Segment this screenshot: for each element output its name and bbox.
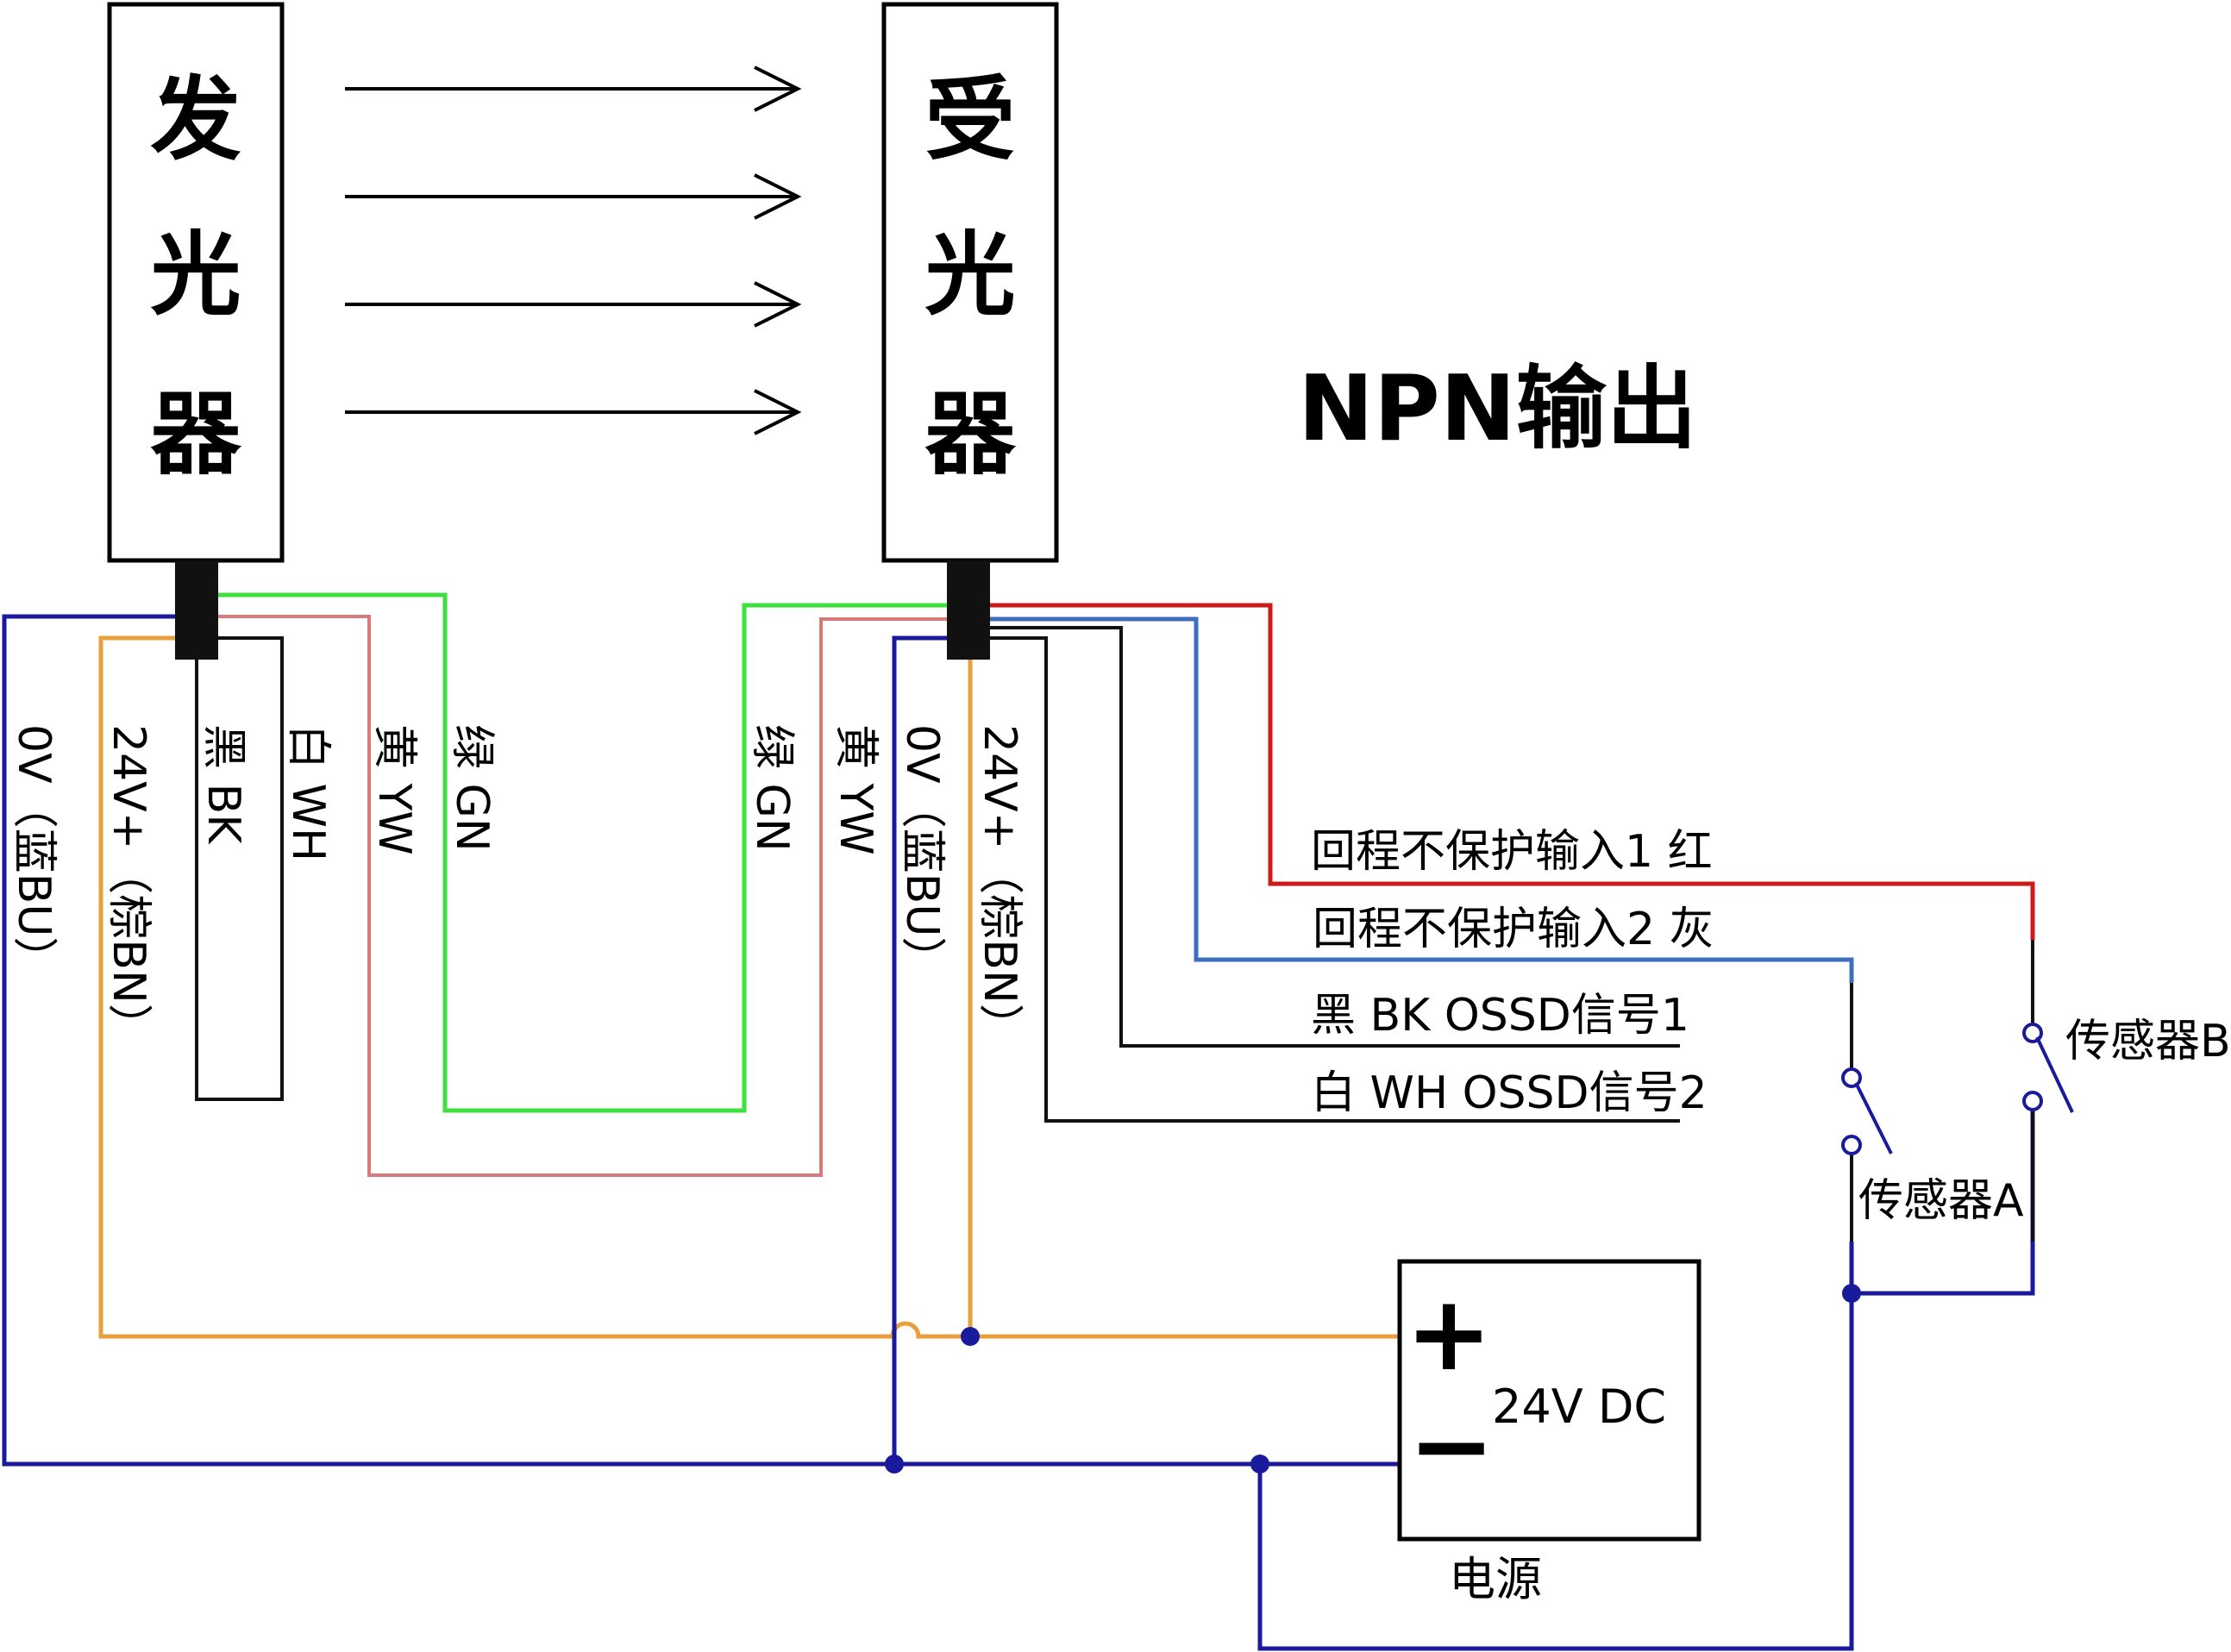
green-wire xyxy=(216,592,949,1113)
emitter-0v-wire xyxy=(2,614,1400,1467)
sensor-b-label: 传感器B xyxy=(2065,1016,2231,1067)
receiver-label-2: 光 xyxy=(924,222,1015,328)
red-output-label: 回程不保护输入1 红 xyxy=(1311,826,1713,878)
emitter-green-label: 绿 GN xyxy=(446,724,498,852)
sensor-a-label: 传感器A xyxy=(1858,1175,2024,1227)
sensor-b-switch xyxy=(2022,1023,2074,1113)
beam-arrow-2 xyxy=(345,173,802,220)
junction-dot xyxy=(961,1327,980,1346)
receiver-0v-label: 0V（蓝BU） xyxy=(896,724,948,981)
receiver-yellow-label: 黄 YW xyxy=(830,724,881,855)
receiver-24v-label: 24V+（棕BN） xyxy=(974,724,1025,1048)
white-output-label: 白 WH OSSD信号2 xyxy=(1311,1067,1708,1119)
black-output-label: 黑 BK OSSD信号1 xyxy=(1311,990,1689,1042)
power-caption: 电源 xyxy=(1449,1552,1542,1606)
power-voltage-label: 24V DC xyxy=(1492,1380,1666,1434)
emitter-label-1: 发 xyxy=(150,67,241,172)
power-minus-symbol: − xyxy=(1408,1386,1495,1506)
receiver-connector xyxy=(947,560,990,660)
gray-output-label: 回程不保护输入2 灰 xyxy=(1313,904,1714,955)
emitter-body xyxy=(107,2,285,563)
beam-arrow-4 xyxy=(345,389,802,435)
emitter-label-3: 器 xyxy=(150,382,241,487)
junction-dot xyxy=(1842,1284,1861,1303)
receiver-label-3: 器 xyxy=(924,382,1016,487)
red-output-wire xyxy=(987,603,2035,940)
sensor-a-switch xyxy=(1841,1067,1893,1155)
power-supply-box xyxy=(1397,1259,1701,1542)
receiver-0v-wire xyxy=(892,635,949,1464)
emitter-white-wire xyxy=(216,615,949,1177)
power-plus-symbol: + xyxy=(1406,1274,1493,1394)
black-output-wire xyxy=(987,626,1680,1048)
emitter-yellow-label: 黄 YW xyxy=(368,724,420,855)
junction-dot xyxy=(885,1455,904,1474)
emitter-black-wire xyxy=(195,636,284,1101)
emitter-black-label: 黑 BK xyxy=(197,724,249,845)
beam-arrow-3 xyxy=(345,281,802,328)
emitter-connector xyxy=(175,560,218,660)
emitter-label-2: 光 xyxy=(150,222,241,328)
emitter-0v-label: 0V（蓝BU） xyxy=(8,724,60,981)
receiver-green-label: 绿 GN xyxy=(746,724,798,852)
white-output-wire xyxy=(987,636,1680,1123)
gray-output-wire xyxy=(987,616,1854,983)
diagram-title: NPN输出 xyxy=(1298,356,1697,461)
beam-arrow-1 xyxy=(345,66,802,112)
emitter-white-label: 白 WH xyxy=(282,724,334,861)
light-beam-arrows xyxy=(345,66,802,435)
emitter-24v-label: 24V+（棕BN） xyxy=(103,724,154,1048)
receiver-label-1: 受 xyxy=(924,67,1015,172)
junction-dot xyxy=(1250,1455,1269,1474)
